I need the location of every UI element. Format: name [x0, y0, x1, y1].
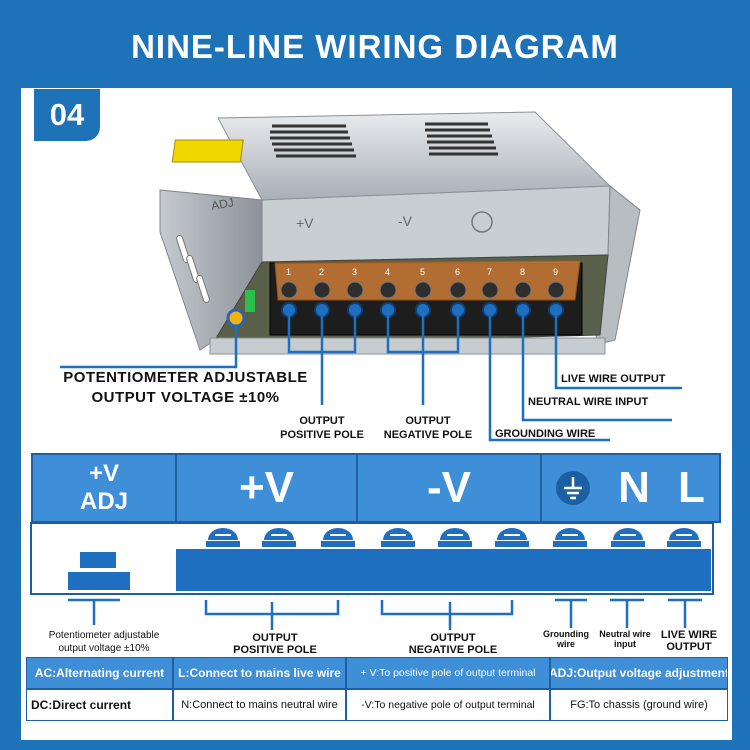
schematic-screw-9: [667, 528, 701, 547]
psu-bottom-edge: [209, 337, 606, 355]
potentiometer-knob: [226, 308, 246, 328]
header-plus-v: +V: [175, 453, 358, 523]
terminal-number-6: 6: [455, 267, 460, 277]
psu-front-face: [261, 185, 611, 263]
legend-n: N:Connect to mains neutral wire: [173, 689, 346, 721]
callout-output-positive: OUTPUT POSITIVE POLE: [280, 415, 364, 442]
callout-line-live: [554, 310, 682, 390]
ground-symbol-icon: [556, 471, 591, 505]
header-adj-bottom: ADJ: [79, 488, 128, 515]
schematic-screw-6: [495, 528, 529, 547]
terminal-screw-head-2: [313, 281, 331, 299]
schematic-screw-5: [438, 528, 472, 547]
label-output-positive: OUTPUT POSITIVE POLE: [233, 632, 317, 656]
terminal-number-9: 9: [553, 267, 558, 277]
header-minus-v: -V: [356, 453, 542, 523]
legend-fg: FG:To chassis (ground wire): [550, 689, 728, 721]
photo-adj-label: ADJ: [210, 195, 235, 213]
schematic-screw-3: [321, 528, 355, 547]
page-title: NINE-LINE WIRING DIAGRAM: [131, 28, 619, 65]
terminal-screw-head-4: [379, 281, 397, 299]
terminal-number-4: 4: [385, 267, 390, 277]
terminal-screw-head-9: [547, 281, 565, 299]
callout-line-grounding: [488, 310, 610, 442]
vent-slots-left: [270, 124, 356, 158]
photo-minus-v-label: -V: [398, 213, 413, 229]
label-neutral: Neutral wire input: [599, 629, 651, 649]
schematic-screw-8: [611, 528, 645, 547]
label-live: LIVE WIRE OUTPUT: [660, 629, 718, 653]
label-grounding: Grounding wire: [543, 629, 589, 649]
legend-adj: ADJ:Output voltage adjustment: [550, 657, 728, 689]
left-panel-slots: [176, 235, 210, 303]
led-indicator: [245, 290, 255, 312]
terminal-screw-head-3: [346, 281, 364, 299]
terminal-screw-head-1: [280, 281, 298, 299]
terminal-number-2: 2: [319, 267, 324, 277]
schematic-potentiometer-top: [80, 552, 116, 568]
callout-live: LIVE WIRE OUTPUT: [561, 373, 666, 385]
schematic-callout-lines: [68, 598, 702, 630]
warning-label: [171, 139, 244, 163]
legend-l: L:Connect to mains live wire: [173, 657, 346, 689]
step-badge: 04: [34, 89, 100, 141]
terminal-screw-head-6: [449, 281, 467, 299]
callout-output-negative: OUTPUT NEGATIVE POLE: [383, 415, 473, 442]
header-ground-n-l: N L: [540, 453, 721, 523]
legend-minus-v: -V:To negative pole of output terminal: [346, 689, 550, 721]
terminal-number-7: 7: [487, 267, 492, 277]
header-adj-top: +V: [88, 460, 120, 488]
terminal-numbers: 1 2 3 4 5 6 7 8 9: [286, 267, 558, 277]
schematic-potentiometer-base: [68, 572, 130, 590]
terminal-screw-head-8: [514, 281, 532, 299]
legend-dc: DC:Direct current: [26, 689, 173, 721]
legend-plus-v: + V:To positive pole of output terminal: [346, 657, 550, 689]
label-potentiometer: Potentiometer adjustable output voltage …: [48, 630, 160, 654]
schematic-screws: [206, 528, 701, 547]
terminal-screw-head-5: [414, 281, 432, 299]
label-output-negative: OUTPUT NEGATIVE POLE: [408, 632, 498, 656]
schematic-terminal-strip: [176, 549, 711, 591]
schematic-screw-7: [553, 528, 587, 547]
photo-plus-v-label: +V: [296, 215, 314, 231]
terminal-number-5: 5: [420, 267, 425, 277]
callout-neutral: NEUTRAL WIRE INPUT: [528, 396, 649, 408]
callout-lines: [60, 310, 682, 442]
callout-line-potentiometer: [60, 326, 238, 369]
terminal-number-1: 1: [286, 267, 291, 277]
terminal-number-3: 3: [352, 267, 357, 277]
vent-slots-right: [425, 122, 498, 156]
callout-line-neutral: [521, 310, 672, 422]
schematic-screw-2: [262, 528, 296, 547]
schematic-screw-1: [206, 528, 240, 547]
photo-ground-icon: [471, 211, 493, 233]
legend-ac: AC:Alternating current: [26, 657, 173, 689]
callout-grounding: GROUNDING WIRE: [495, 428, 596, 440]
header-neutral: N: [618, 463, 650, 512]
schematic-screw-4: [381, 528, 415, 547]
terminal-screw-head-7: [481, 281, 499, 299]
header-adj: +V ADJ: [31, 453, 177, 523]
terminal-number-8: 8: [520, 267, 525, 277]
callout-potentiometer: POTENTIOMETER ADJUSTABLE OUTPUT VOLTAGE …: [63, 369, 308, 406]
header-live: L: [678, 463, 705, 512]
